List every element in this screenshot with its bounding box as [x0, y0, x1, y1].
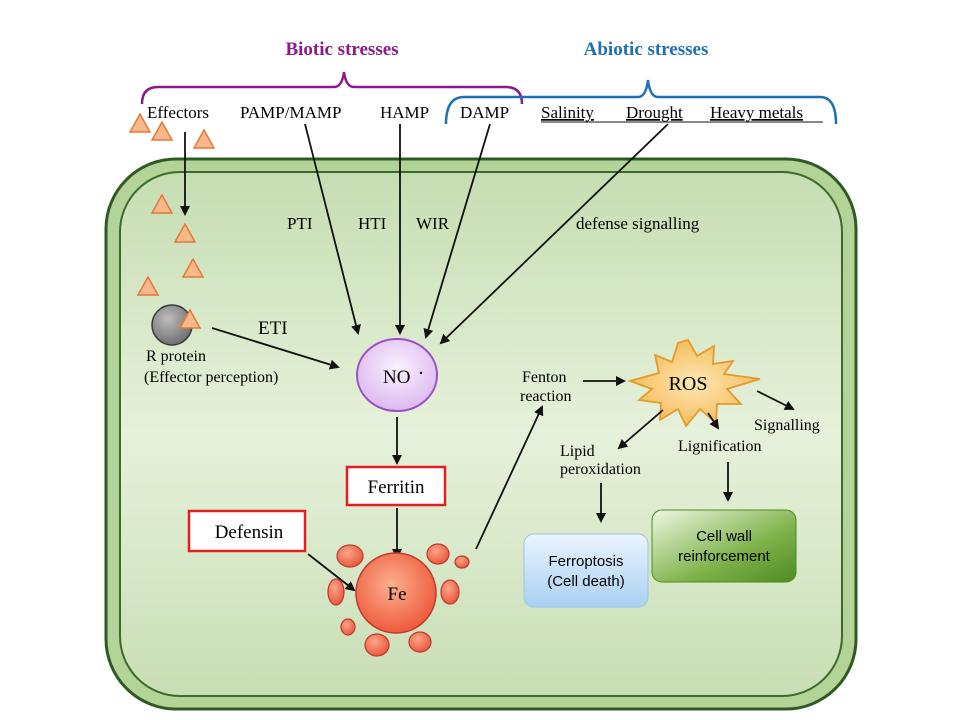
iron-node [355, 552, 437, 634]
effector-icon [150, 193, 174, 214]
pamp-mamp-label: PAMP/MAMP [240, 103, 341, 122]
damp-label: DAMP [460, 103, 509, 122]
effector-icon [136, 275, 160, 296]
fenton-label: Fenton [522, 369, 566, 386]
defensin-label: Defensin [215, 522, 284, 543]
plant-cell [104, 157, 858, 711]
cell-wall-box [651, 509, 797, 583]
effector-icon [173, 222, 197, 243]
damp-arrow [423, 123, 491, 339]
iron-particle [340, 618, 356, 636]
ros-icon [627, 338, 761, 428]
iron-particle [440, 579, 460, 605]
peroxidation-label: peroxidation [560, 461, 641, 478]
biotic-stresses-header: Biotic stresses [285, 39, 398, 60]
iron-particle [426, 543, 450, 565]
effector-icons [128, 112, 216, 296]
fe-to-fenton-arrow [475, 405, 544, 550]
iron-particle [327, 578, 345, 606]
nitric-oxide-node [356, 338, 438, 412]
defense-signalling-label: defense signalling [576, 214, 700, 233]
r-protein-sublabel: (Effector perception) [144, 369, 278, 386]
fe-label: Fe [388, 584, 407, 605]
pti-label: PTI [287, 214, 313, 233]
effector-icon [150, 120, 174, 141]
no-label: NO [383, 367, 410, 388]
iron-particle [364, 633, 390, 657]
ferritin-box [345, 465, 447, 507]
defensin-box [187, 509, 307, 553]
reinforcement-label: reinforcement [678, 548, 771, 565]
hamp-label: HAMP [380, 103, 429, 122]
iron-particle [454, 555, 470, 569]
abiotic-brace [444, 79, 838, 125]
hti-label: HTI [358, 214, 387, 233]
effector-icon [128, 112, 152, 133]
iron-particles [327, 543, 470, 657]
signalling-label: Signalling [754, 417, 820, 434]
drought-label: Drought [626, 103, 683, 122]
abiotic-stresses-header: Abiotic stresses [584, 39, 709, 60]
salinity-label: Salinity [541, 103, 594, 122]
defensin-to-fe-arrow [307, 553, 356, 592]
biotic-brace [140, 71, 524, 105]
ros-label: ROS [669, 373, 708, 395]
lignification-label: Lignification [678, 438, 762, 455]
abiotic-arrow [439, 123, 669, 345]
effector-icon [181, 257, 205, 278]
bound-effector-icon [178, 308, 202, 329]
ros-effect-arrows [596, 390, 795, 523]
ferroptosis-label: Ferroptosis [548, 553, 623, 570]
eti-arrow [211, 327, 340, 370]
ros-to-signalling-arrow [756, 390, 795, 410]
ferritin-label: Ferritin [368, 477, 425, 498]
ferroptosis-box [523, 533, 649, 608]
cell-death-label: (Cell death) [547, 573, 625, 590]
effectors-label: Effectors [147, 103, 209, 122]
ros-to-lignification-arrow [707, 412, 720, 430]
lipid-label: Lipid [560, 443, 595, 460]
arrows-to-no [180, 123, 669, 370]
cell-wall-label: Cell wall [696, 528, 752, 545]
fenton-sublabel: reaction [520, 388, 572, 405]
eti-label: ETI [258, 318, 288, 339]
iron-particle [408, 631, 432, 653]
r-protein-label: R protein [146, 348, 206, 365]
wir-label: WIR [416, 214, 450, 233]
heavy-metals-label: Heavy metals [710, 103, 803, 122]
effector-icon [192, 128, 216, 149]
no-radical-dot [419, 371, 423, 375]
iron-particle [336, 544, 364, 568]
pamp-arrow [304, 123, 361, 335]
ros-to-lipid-arrow [617, 409, 664, 450]
